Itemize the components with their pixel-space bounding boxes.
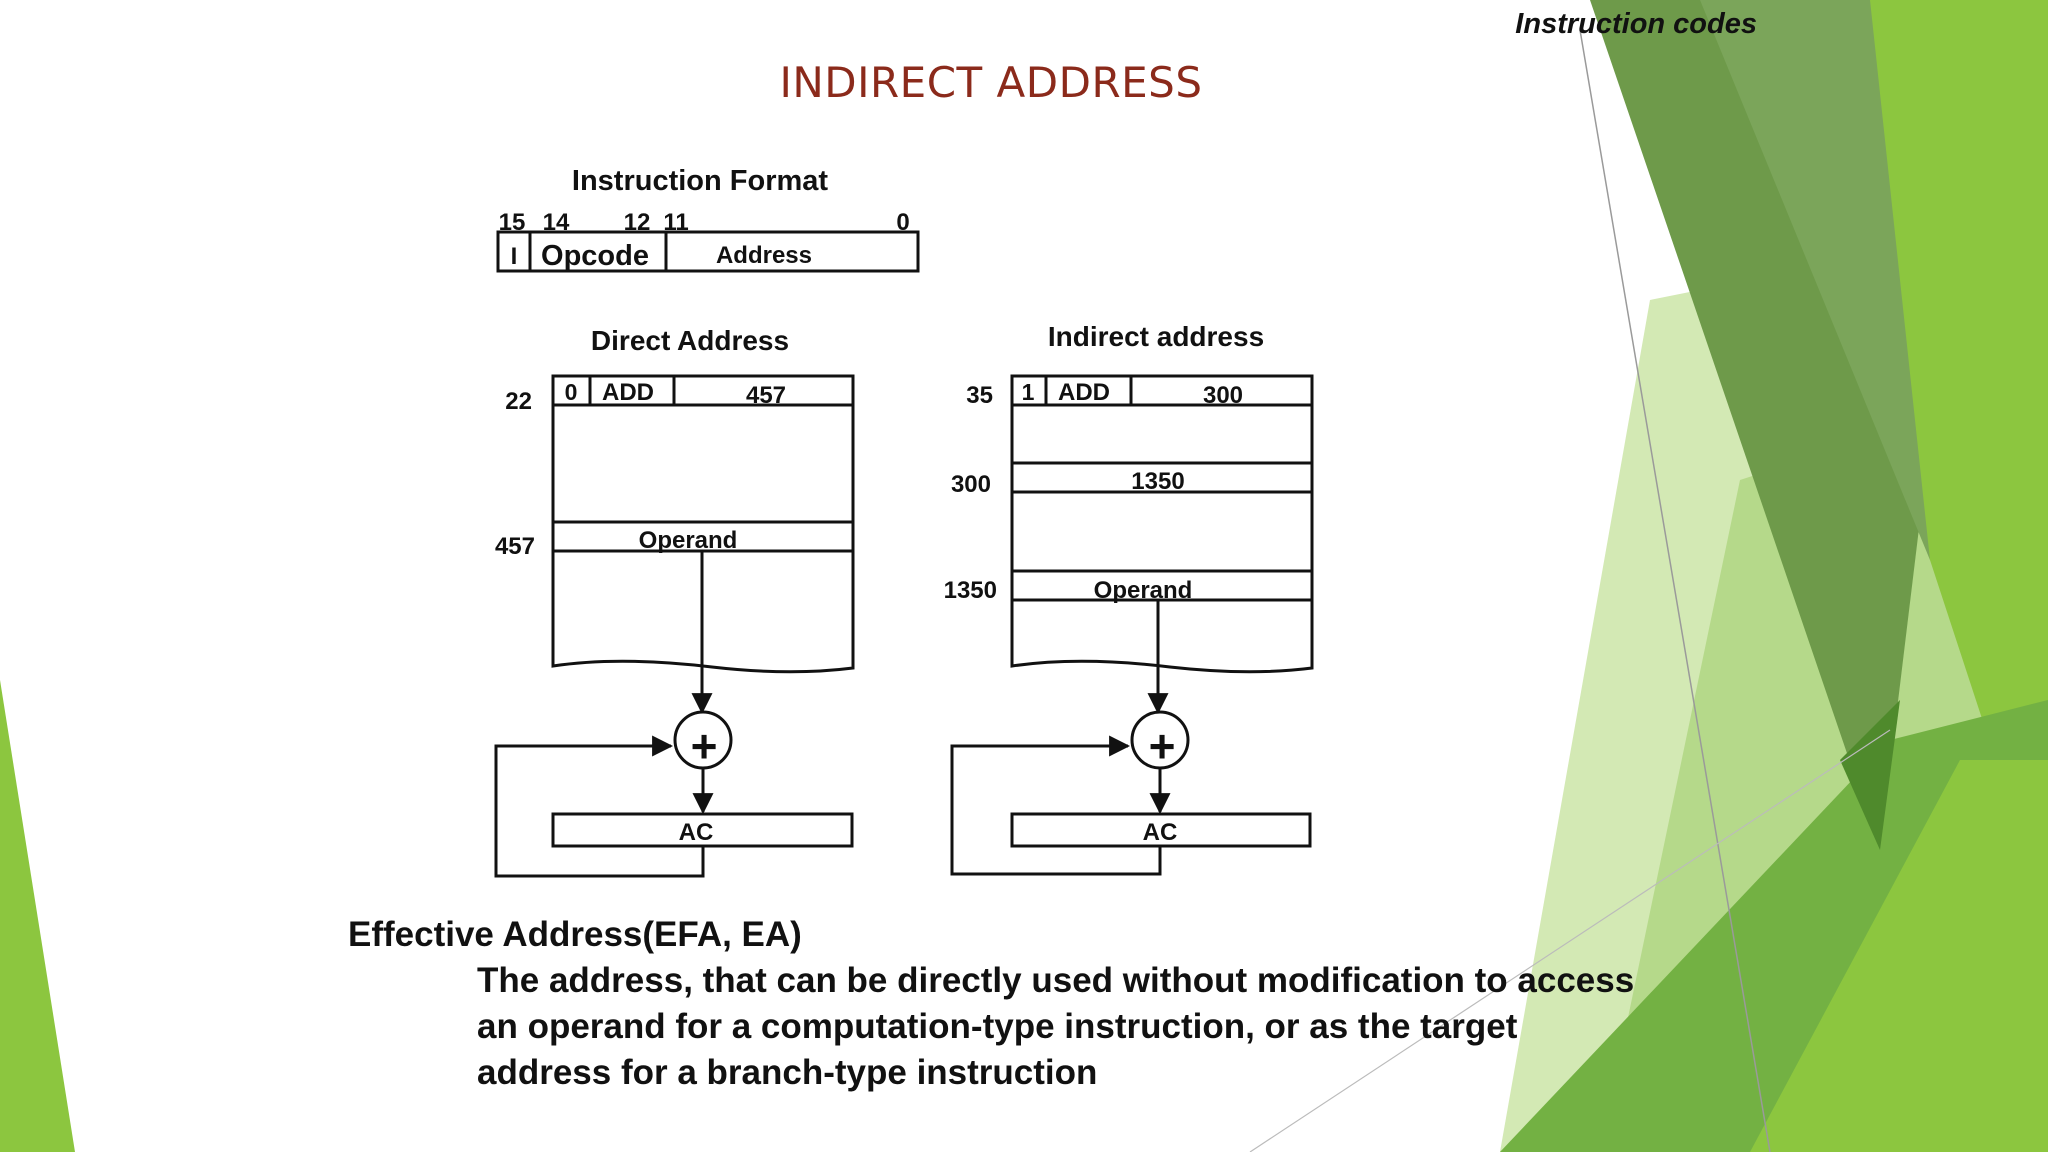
instruction-format-box — [496, 230, 920, 273]
indirect-addr-35: 35 — [966, 382, 993, 409]
indirect-operand-label: Operand — [1094, 577, 1193, 604]
indirect-address-title: Indirect address — [1048, 321, 1264, 352]
instruction-format: Instruction Format 15 14 12 11 0 I Opcod… — [496, 165, 920, 273]
indirect-address-diagram: Indirect address 35 300 1350 1 ADD 300 1… — [944, 321, 1314, 876]
indirect-adder-symbol: + — [1149, 720, 1176, 772]
field-i: I — [511, 243, 518, 270]
indirect-ac-label: AC — [1143, 819, 1178, 846]
direct-addr-22: 22 — [505, 388, 532, 415]
field-opcode: Opcode — [541, 240, 649, 272]
slide-title: INDIRECT ADDRESS — [779, 58, 1203, 107]
direct-operand-label: Operand — [639, 527, 738, 554]
decorative-line — [1579, 29, 1771, 1152]
direct-address-title: Direct Address — [591, 325, 789, 356]
direct-ac-label: AC — [679, 819, 714, 846]
definition-line-2: an operand for a computation-type instru… — [477, 1007, 1518, 1046]
indirect-addr-1350: 1350 — [944, 577, 997, 604]
indirect-memory-box — [1010, 374, 1314, 674]
indirect-field-opcode: ADD — [1058, 379, 1110, 406]
right-bottom-green-shape-2 — [1750, 760, 2048, 1152]
indirect-field-i: 1 — [1022, 379, 1035, 405]
decorative-line-2 — [1249, 729, 1891, 1152]
definition-line-1: The address, that can be directly used w… — [477, 961, 1635, 1000]
effective-address-definition: The address, that can be directly used w… — [477, 958, 1634, 1096]
left-green-strip — [0, 680, 75, 1152]
direct-memory-box — [551, 374, 855, 674]
direct-adder-symbol: + — [691, 720, 718, 772]
direct-field-opcode: ADD — [602, 379, 654, 406]
indirect-addr-300: 300 — [951, 471, 991, 498]
bit-label-0: 0 — [896, 209, 909, 236]
definition-line-3: address for a branch-type instruction — [477, 1053, 1098, 1092]
direct-address-diagram: Direct Address 22 457 0 ADD 457 Operand … — [494, 325, 855, 878]
indirect-field-address: 300 — [1203, 382, 1243, 409]
direct-field-i: 0 — [565, 379, 578, 405]
direct-field-address: 457 — [746, 382, 786, 409]
direct-feedback-line — [494, 735, 705, 878]
right-mid-green-shape — [1870, 0, 2048, 920]
right-deep-green-accent — [1840, 700, 1900, 850]
indirect-pointer-value: 1350 — [1131, 468, 1184, 495]
indirect-feedback-line — [950, 735, 1162, 876]
instruction-format-title: Instruction Format — [572, 165, 829, 197]
section-label: Instruction codes — [1515, 8, 1757, 40]
field-address: Address — [716, 242, 812, 269]
effective-address-heading: Effective Address(EFA, EA) — [348, 915, 802, 954]
direct-addr-457: 457 — [495, 533, 535, 560]
